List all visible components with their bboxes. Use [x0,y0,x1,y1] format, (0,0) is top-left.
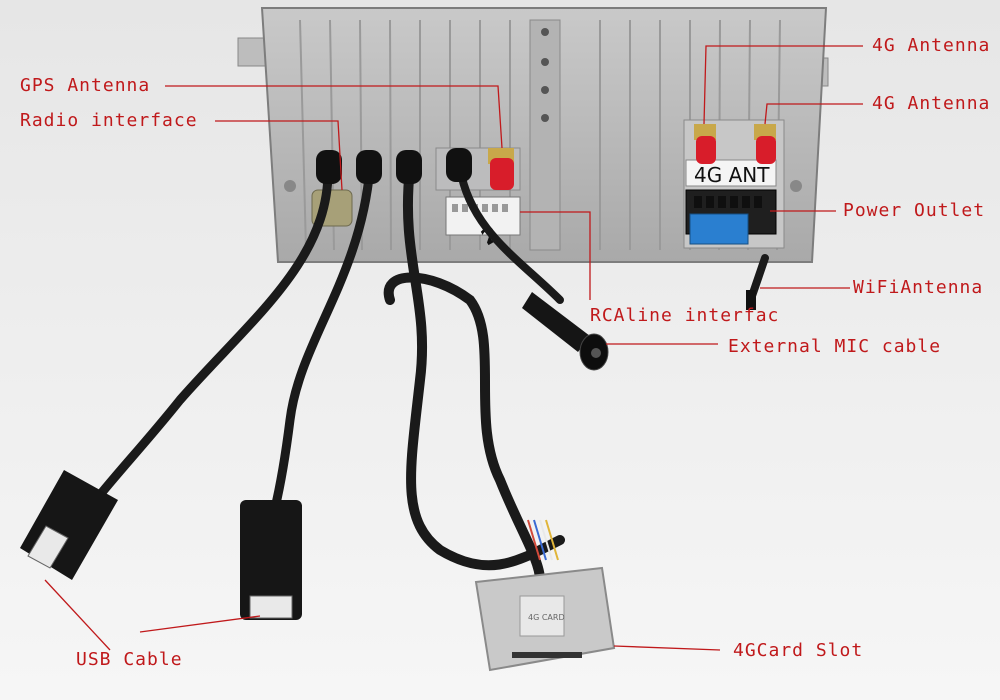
mounting-ear-left [237,37,269,67]
gps-connector-icon [488,148,514,190]
center-strip [529,19,561,251]
4g-antenna-label-2: 4G Antenna [872,93,991,114]
power-outlet-label: Power Outlet [843,200,986,221]
radio-interface-label: Radio interface [20,110,198,131]
4g-connector-2-icon [754,124,776,164]
gps-antenna-label: GPS Antenna [20,75,151,96]
ant-marking: 4G ANT [694,163,770,187]
usb-cable-1 [75,163,333,525]
leader-radio [215,120,343,191]
wifi-antenna-label: WiFiAntenna [853,277,984,298]
antenna-connectors [488,124,776,190]
usb-socket-2 [240,500,302,620]
leader-4g-1 [703,45,863,125]
4g-card-slot-label: 4GCard Slot [733,640,864,661]
card-icon-text: 4G CARD [528,613,565,622]
card-slot-cable-b [383,272,545,585]
wifi-antenna-tip [746,290,756,310]
mic-cable [456,164,564,304]
leader-usb-2 [139,615,261,633]
cable-boots [316,148,472,184]
cables [75,163,769,585]
usb-cable-label: USB Cable [76,649,183,670]
4g-antenna-label-1: 4G Antenna [872,35,991,56]
leader-lines [44,45,863,651]
head-unit: 2 4G ANT [237,7,829,263]
4g-connector-1-icon [694,124,716,164]
leader-gps [165,85,503,149]
mic-jack [522,292,609,371]
usb-socket-1 [20,470,118,580]
wifi-antenna-lead [748,254,769,300]
leader-4g-2 [764,103,863,125]
rca-line-interface-label: RCAline interfac [590,305,780,326]
ant-sticker [685,159,777,187]
leader-card-slot [613,645,721,651]
usb-cable-2 [267,163,375,525]
card-slot-module: 4G CARD [474,519,616,672]
external-mic-cable-label: External MIC cable [728,336,942,357]
power-plug [689,213,749,245]
card-slot-cable-a [402,163,565,571]
leader-usb-1 [44,579,111,651]
leader-rca [520,211,591,300]
